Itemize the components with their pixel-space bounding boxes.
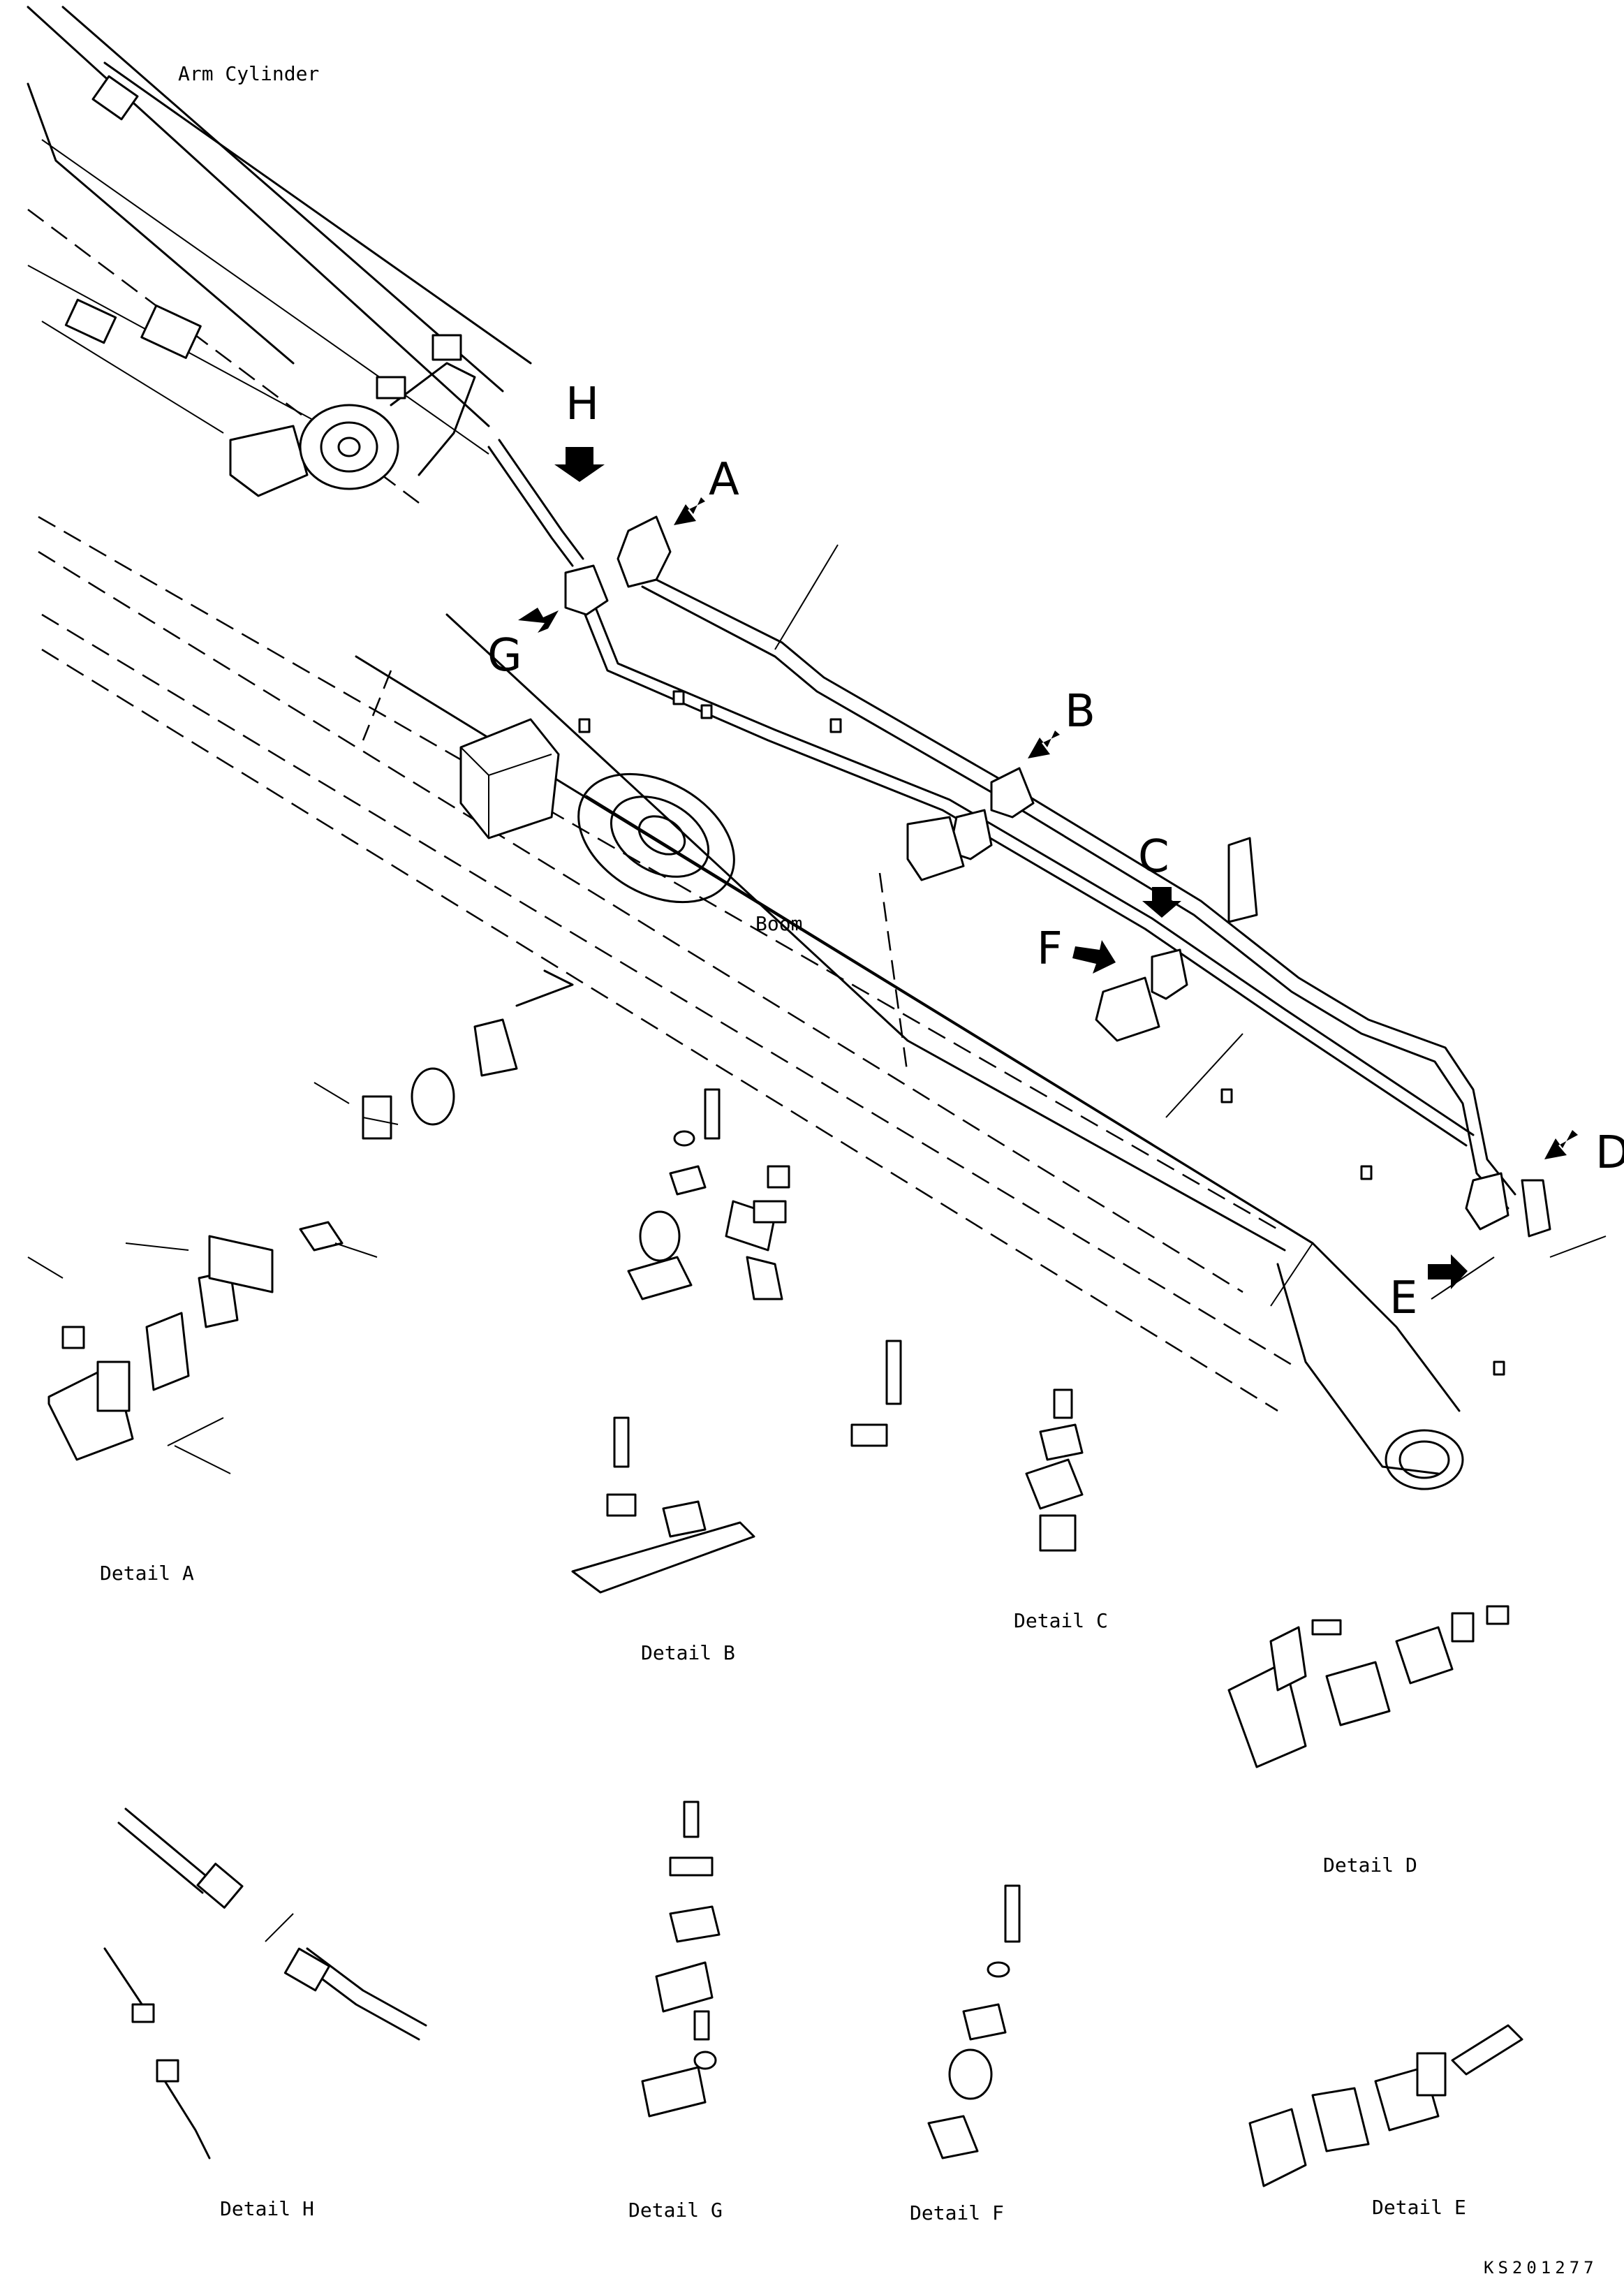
detail-a-label: Detail A: [100, 1562, 194, 1585]
arrow-c: [1142, 887, 1181, 918]
detail-c-label: Detail C: [1014, 1609, 1108, 1632]
arrow-b: [1028, 731, 1060, 758]
fastener-marks: [578, 690, 1505, 1376]
leader-lines: [174, 544, 1607, 1474]
drawing-code: KS201277: [1484, 2258, 1598, 2278]
detail-h-parts: [103, 1807, 427, 2159]
arrow-e: [1428, 1254, 1468, 1289]
detail-e-parts: [1248, 2024, 1523, 2187]
label-arm-cylinder: Arm Cylinder: [178, 62, 319, 85]
detail-f-parts: [927, 1884, 1021, 2159]
detail-g-parts: [641, 1800, 721, 2118]
arrow-f: [1072, 940, 1116, 974]
callout-f: F: [1037, 923, 1063, 975]
label-boom: Boom: [755, 912, 802, 935]
arrow-g: [518, 608, 559, 633]
arrow-d: [1544, 1130, 1578, 1159]
detail-a-parts: [27, 969, 574, 1461]
callout-e: E: [1389, 1272, 1417, 1324]
detail-c-parts: [1025, 1388, 1084, 1552]
pipe-clamps: [564, 515, 1551, 1238]
boom-pivot-boss: [577, 772, 735, 904]
detail-d-parts: [1227, 1605, 1509, 1768]
boom-body: [38, 515, 1461, 1475]
callout-b: B: [1065, 686, 1095, 738]
boom-foot-pin: [1385, 1429, 1464, 1490]
detail-f-label: Detail F: [910, 2201, 1004, 2224]
detail-g-label: Detail G: [628, 2199, 723, 2222]
arrow-h: [554, 447, 605, 482]
callout-h: H: [566, 379, 599, 430]
callout-g: G: [487, 630, 522, 682]
hydraulic-pipes: [487, 439, 1516, 1210]
callout-d: D: [1595, 1127, 1624, 1179]
detail-b-label: Detail B: [641, 1641, 735, 1664]
detail-e-label: Detail E: [1372, 2196, 1466, 2219]
detail-b-parts: [571, 1088, 902, 1594]
callout-a: A: [709, 454, 739, 506]
callout-c: C: [1138, 831, 1169, 883]
arrow-a: [674, 497, 705, 525]
callout-arrows: [518, 447, 1578, 1289]
detail-d-label: Detail D: [1323, 1854, 1417, 1877]
arm-cylinder-assembly: [27, 6, 532, 504]
detail-h-label: Detail H: [220, 2197, 314, 2220]
junction-box: [459, 718, 560, 839]
